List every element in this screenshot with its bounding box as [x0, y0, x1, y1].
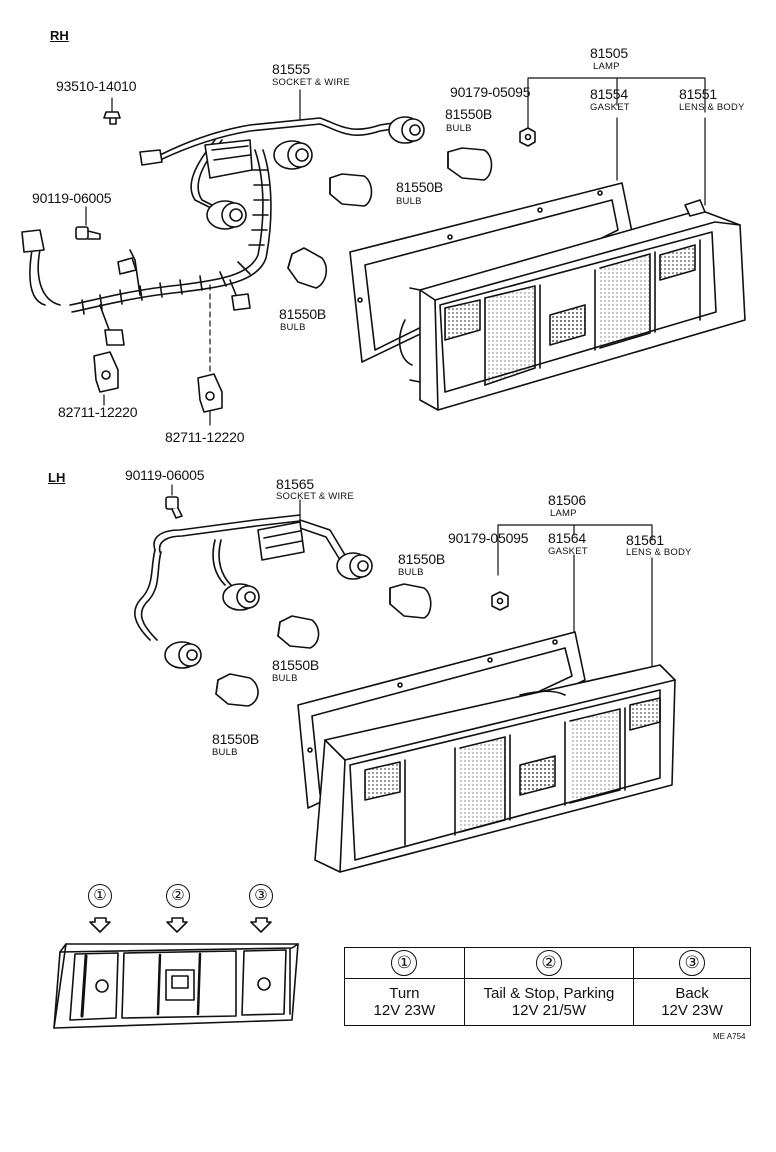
bulb-spec-header-row: ① ② ③	[344, 947, 751, 979]
rh-bulb2-number: 81550B	[396, 179, 444, 195]
rh-lens-name: LENS & BODY	[679, 102, 745, 113]
position-arrows	[89, 917, 272, 933]
lh-bulb2-number: 81550B	[272, 657, 320, 673]
rh-gasket-number: 81554	[590, 86, 628, 102]
lh-nut	[491, 591, 509, 611]
rh-nut-number: 90179-05095	[450, 84, 531, 100]
bulb-spec-function-3: Back	[675, 985, 709, 1002]
lh-wire-harness	[134, 514, 346, 641]
header-circle-1: ①	[391, 950, 418, 976]
rh-leader-lines	[85, 77, 706, 426]
lh-lens-name: LENS & BODY	[626, 547, 692, 558]
rh-bulb3-name: BULB	[280, 322, 306, 333]
position-2-marker: ②	[166, 884, 190, 908]
lh-lens-number: 81561	[626, 532, 664, 548]
rh-bulb1-name: BULB	[446, 123, 472, 134]
rh-gasket-name: GASKET	[590, 102, 630, 113]
bulb-spec-rating-2: 12V 21/5W	[511, 1002, 587, 1019]
bulb-spec-value-row: Turn 12V 23W Tail & Stop, Parking 12V 21…	[344, 978, 751, 1026]
rh-lens-number: 81551	[679, 86, 717, 102]
lh-bulb3-number: 81550B	[212, 731, 260, 747]
rh-lamp-name: LAMP	[593, 61, 620, 72]
position-3-marker: ③	[249, 884, 273, 908]
rh-bulbs	[287, 147, 493, 289]
rh-lamp-number: 81505	[590, 45, 628, 61]
lh-bulb1-number: 81550B	[398, 551, 446, 567]
rh-nut	[519, 127, 536, 147]
lh-connector	[257, 521, 305, 561]
rh-screw-90119	[75, 226, 101, 240]
lh-bulbs	[215, 583, 432, 707]
bulb-spec-header-2: ②	[463, 947, 635, 979]
header-circle-3: ③	[679, 950, 706, 976]
rh-socket-name: SOCKET & WIRE	[272, 77, 350, 88]
lh-socket-number: 81565	[276, 476, 314, 492]
lh-screw-90119	[165, 496, 183, 519]
lh-bulb3-name: BULB	[212, 747, 238, 758]
lh-gasket-number: 81564	[548, 530, 586, 546]
lh-gasket-name: GASKET	[548, 546, 588, 557]
rh-bulb1-number: 81550B	[445, 106, 493, 122]
rh-socket-number: 81555	[272, 61, 310, 77]
bulb-spec-cell-3: Back 12V 23W	[633, 978, 751, 1026]
bulb-spec-cell-2: Tail & Stop, Parking 12V 21/5W	[463, 978, 635, 1026]
rh-connectors	[21, 139, 253, 346]
rh-bulb2-name: BULB	[396, 196, 422, 207]
lh-screw-number: 90119-06005	[125, 467, 205, 483]
lh-lamp-name: LAMP	[550, 508, 577, 519]
rh-clamp1-number: 82711-12220	[58, 404, 138, 420]
lh-nut-number: 90179-05095	[448, 530, 529, 546]
drawing-code: ME A754	[713, 1032, 746, 1041]
bulb-spec-rating-1: 12V 23W	[373, 1002, 436, 1019]
lh-sockets	[164, 552, 373, 669]
position-lamp-drawing	[53, 943, 299, 1029]
bulb-spec-cell-1: Turn 12V 23W	[344, 978, 465, 1026]
bulb-spec-header-3: ③	[633, 947, 751, 979]
rh-screw-93510	[103, 111, 121, 125]
rh-screw1-number: 93510-14010	[56, 78, 137, 94]
rh-sockets	[206, 116, 425, 230]
rh-screw2-number: 90119-06005	[32, 190, 112, 206]
lh-leader-lines	[171, 484, 653, 671]
rh-bulb3-number: 81550B	[279, 306, 327, 322]
rh-clamps	[93, 351, 223, 413]
lh-lamp-number: 81506	[548, 492, 586, 508]
lh-bulb1-name: BULB	[398, 567, 424, 578]
header-circle-2: ②	[535, 950, 562, 976]
position-1-marker: ①	[88, 884, 112, 908]
bulb-spec-rating-3: 12V 23W	[661, 1002, 723, 1019]
lh-section-title: LH	[48, 470, 66, 485]
rh-section-title: RH	[50, 28, 69, 43]
lh-socket-name: SOCKET & WIRE	[276, 491, 354, 502]
bulb-spec-function-1: Turn	[389, 985, 420, 1002]
bulb-spec-table: ① ② ③ Turn 12V 23W Tail & Stop, Parking …	[344, 947, 751, 1026]
bulb-spec-header-1: ①	[344, 947, 465, 979]
bulb-spec-function-2: Tail & Stop, Parking	[483, 985, 615, 1002]
lh-bulb2-name: BULB	[272, 673, 298, 684]
rh-clamp2-number: 82711-12220	[165, 429, 245, 445]
rh-lens-body	[398, 199, 746, 411]
lh-lens-body	[314, 664, 676, 873]
